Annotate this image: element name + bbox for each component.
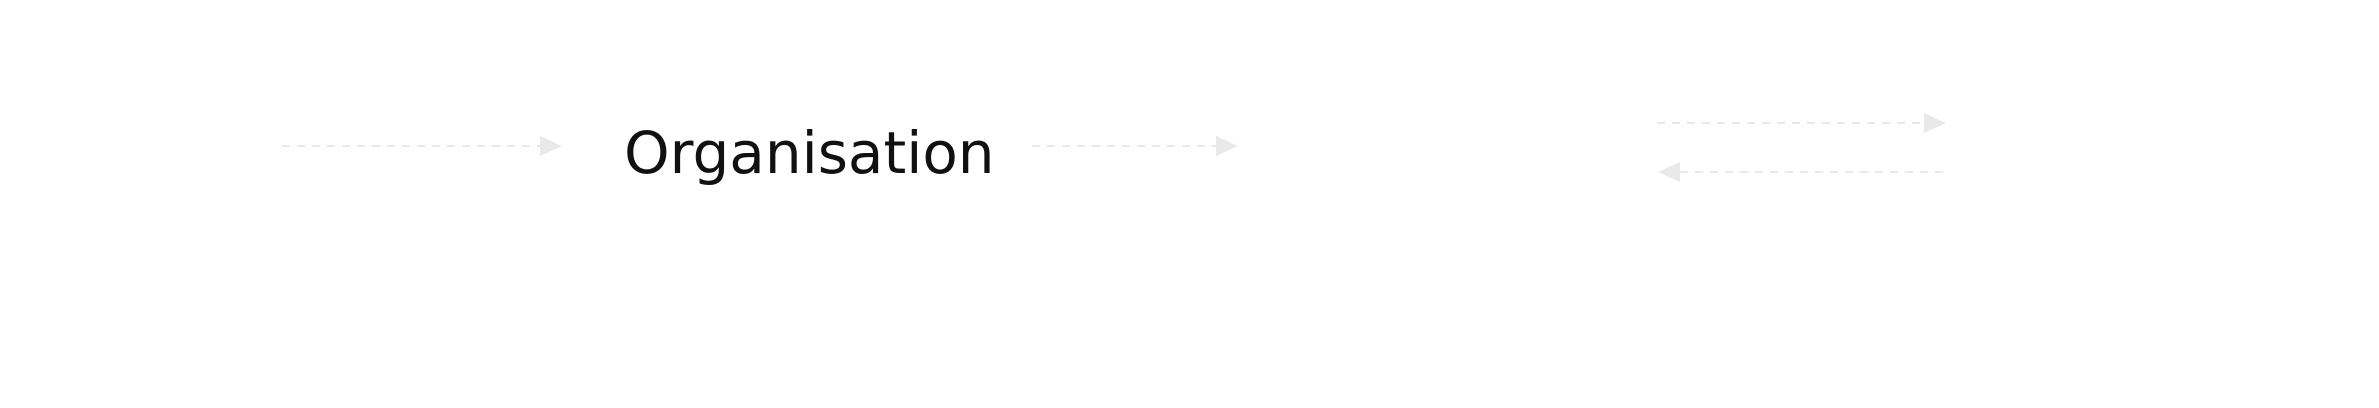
incoming-arrow <box>282 136 562 156</box>
incoming-arrowhead <box>540 136 562 156</box>
exchange-top-arrowhead <box>1924 113 1946 133</box>
exchange-top-arrow <box>1657 113 1946 133</box>
exchange-bottom-arrow <box>1658 162 1946 182</box>
organisation-node-label: Organisation <box>624 119 995 187</box>
outgoing-arrowhead <box>1216 136 1238 156</box>
exchange-bottom-arrowhead <box>1658 162 1680 182</box>
outgoing-arrow <box>1032 136 1238 156</box>
